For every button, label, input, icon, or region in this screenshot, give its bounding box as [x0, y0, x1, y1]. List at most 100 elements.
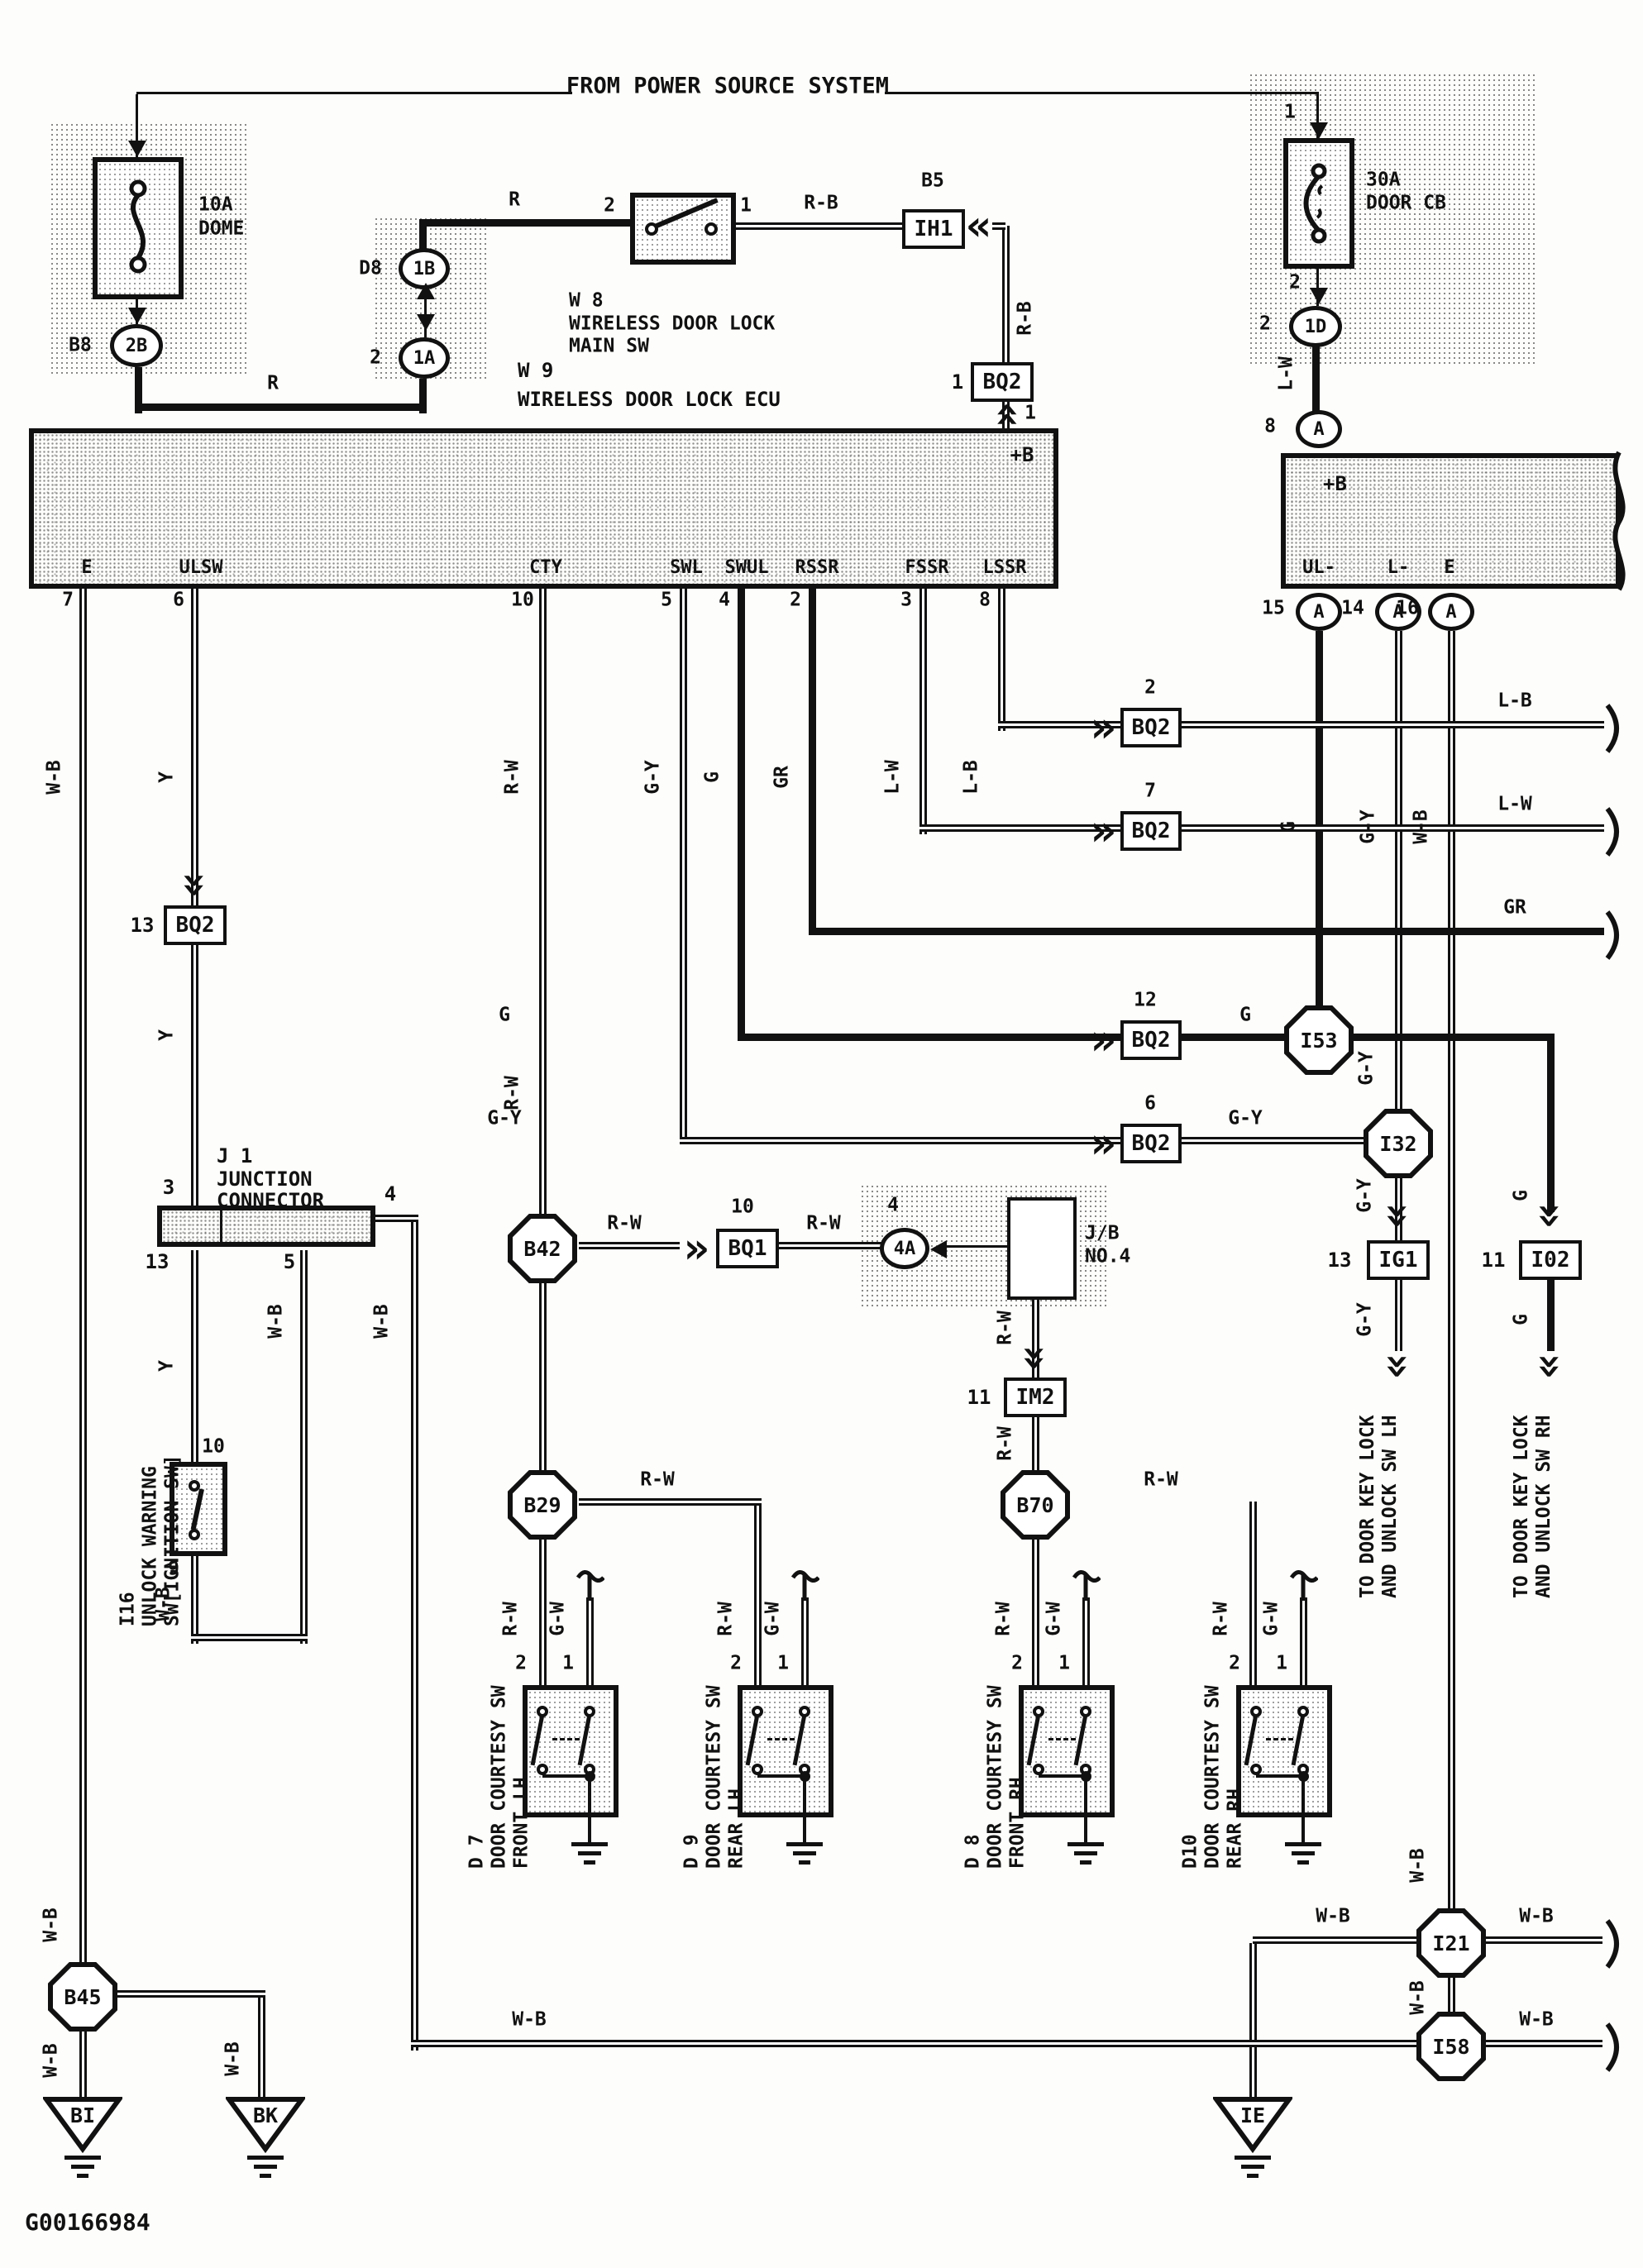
lw-cb-leg: [1312, 346, 1320, 415]
splice-b42: B42: [508, 1214, 577, 1283]
connector-4a: 4A: [880, 1228, 929, 1269]
igl-down-gy: [1395, 1280, 1402, 1351]
ecu-pin1-num: 1: [1024, 402, 1036, 424]
wire-gw-d10: G-W: [1260, 1602, 1282, 1636]
wire-y-1: Y: [155, 771, 178, 783]
fuse-name: DOME: [198, 217, 245, 240]
wire-lw-cb: L-W: [1275, 356, 1297, 391]
rb-vert: [1002, 226, 1010, 362]
splice-b45: B45: [48, 1962, 117, 2032]
wire-rb-vert: R-B: [1014, 301, 1036, 336]
mainsw-id: W 8: [569, 289, 604, 312]
figure-id: G00166984: [25, 2208, 150, 2236]
d7-label-line0: D 7: [466, 1834, 488, 1869]
connector-ih1: IH1: [902, 209, 965, 249]
connector-bq1-10: BQ1: [716, 1229, 779, 1268]
svg-text:I53: I53: [1300, 1029, 1337, 1053]
rb-row2: [992, 222, 1005, 230]
door-courtesy-sw-rear-rh-junction-dot: [1298, 1771, 1309, 1782]
ground-bars-d9-bar2: [799, 1860, 810, 1865]
wire-g-i02b: G: [1510, 1314, 1532, 1325]
arrow-1a-down: [417, 314, 435, 331]
splice-i53: I53: [1284, 1005, 1354, 1075]
door-courtesy-sw-front-lh-coupling: [552, 1738, 580, 1740]
chevron-im2-down: »: [1010, 1344, 1060, 1371]
cb-name: DOOR CB: [1366, 192, 1446, 214]
wire-wb-i21l: W-B: [1316, 1905, 1350, 1927]
wire-wb-b45a: W-B: [40, 1908, 62, 1942]
door-courtesy-sw-front-lh-contact-1: [584, 1706, 595, 1717]
ground-bars-bi-bar0: [64, 2156, 101, 2160]
j1-name1: JUNCTION: [217, 1167, 313, 1191]
circuit-breaker-30a-element: [1283, 138, 1354, 269]
ground-bars-d7-bar0: [571, 1842, 608, 1846]
wire-g-right: G: [1239, 1004, 1251, 1026]
jb-im2-rw: [1032, 1300, 1039, 1378]
lssr-row1-lb: [998, 721, 1120, 728]
d9-label-line0: D 9: [681, 1834, 703, 1869]
wire-gr-out: GR: [1503, 896, 1526, 919]
chevron-i02-in: »: [1526, 1202, 1575, 1229]
continue-lw: [1602, 807, 1627, 857]
pin-b5: B5: [921, 170, 944, 192]
j1-pin4: 4: [384, 1182, 397, 1206]
ground-bars-ie-bar1: [1241, 2165, 1264, 2169]
ground-bk: BK: [224, 2096, 307, 2154]
im2-b70-rw: [1032, 1414, 1039, 1475]
b45-bi-wb: [79, 2030, 87, 2099]
ground-bars-d10-bar2: [1297, 1860, 1309, 1865]
svg-text:IE: IE: [1240, 2103, 1265, 2127]
fssr-row1-lw: [919, 824, 1120, 832]
wire-gy-left: G-Y: [487, 1107, 522, 1129]
splice-b29: B29: [508, 1470, 577, 1540]
svg-text:I21: I21: [1432, 1931, 1469, 1955]
ecu-pin-rssr: RSSR: [795, 557, 839, 578]
wire-lb-lssr: L-B: [960, 760, 982, 795]
j1-pin4-h-wb: [374, 1215, 418, 1222]
door-courtesy-sw-rear-lh-contact-1: [799, 1706, 810, 1717]
wire-g-15a: G: [1278, 821, 1300, 833]
im2-num: 11: [967, 1386, 991, 1409]
gw-stub-d7: [586, 1597, 594, 1685]
r-1b-up: [419, 222, 427, 251]
recu-plusb: +B: [1323, 472, 1347, 495]
wire-rw-d7: R-W: [499, 1602, 522, 1636]
mainsw-pin2: 2: [604, 194, 615, 217]
wireless-door-lock-ecu-box: [29, 428, 1058, 589]
ground-bars-bk-bar2: [260, 2174, 271, 2178]
to-door-key-lh-line0: TO DOOR KEY LOCK: [1357, 1415, 1378, 1598]
door-courtesy-sw-rear-rh-link: [1256, 1774, 1303, 1778]
ground-bars-d8-bar2: [1080, 1860, 1091, 1865]
wire-gw-d8: G-W: [1043, 1602, 1065, 1636]
ground-bars-bi-bar1: [71, 2165, 94, 2169]
g-row1: [738, 1034, 1120, 1041]
recu-pin-l: L-: [1387, 557, 1410, 578]
connector-bq2-7: BQ2: [1120, 811, 1182, 851]
fssr-leg-lw: [919, 589, 927, 834]
pin-5: 5: [661, 589, 672, 611]
wire-wb-i21i58: W-B: [1407, 1980, 1429, 2015]
gw-stub-d9: [801, 1597, 809, 1685]
i21-right-wb: [1486, 1936, 1602, 1944]
r-top-row: [419, 219, 630, 227]
swl-row1-gy: [680, 1137, 1120, 1144]
connector-8a: A: [1296, 410, 1342, 448]
splice-b70: B70: [1001, 1470, 1070, 1540]
ground-bars-ie-bar0: [1235, 2156, 1271, 2160]
chevron-bq2-13-down: »: [170, 871, 220, 898]
continue-i21: [1602, 1919, 1627, 1969]
d9-drop-rw: [754, 1502, 762, 1685]
arrow-into-1d: [1310, 288, 1328, 304]
wire-rw-row2: R-W: [806, 1212, 841, 1234]
wire-rw-jb: R-W: [994, 1311, 1016, 1345]
wire-rb: R-B: [804, 192, 838, 214]
ground-bars-ie-bar2: [1247, 2174, 1259, 2178]
continue-gr: [1602, 910, 1627, 960]
connector-bq2-2: BQ2: [1120, 708, 1182, 747]
gr-row: [809, 928, 1604, 935]
b42-b29-rw: [539, 1282, 547, 1472]
svg-text:BI: BI: [70, 2103, 95, 2127]
recu-pin-e: E: [1444, 557, 1455, 578]
